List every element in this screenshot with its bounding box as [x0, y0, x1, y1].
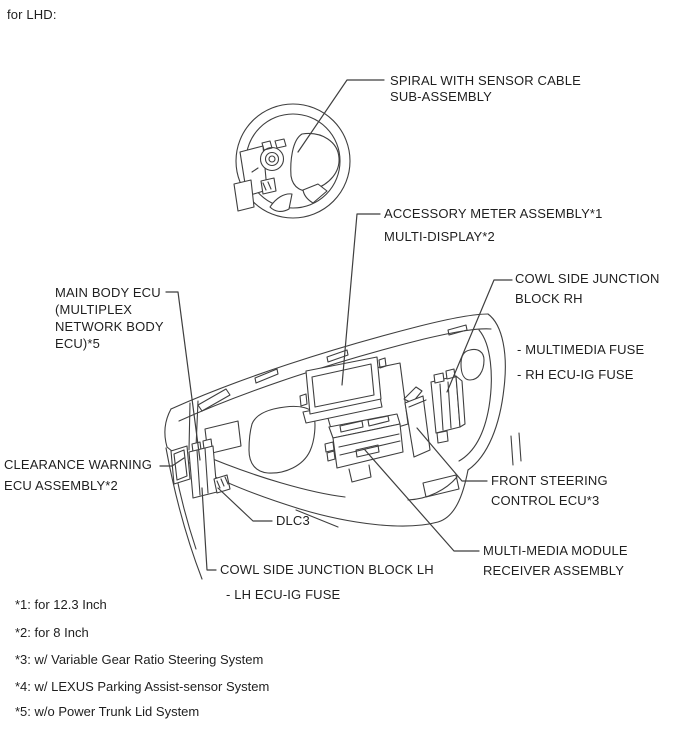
label-main-body-ecu-line3: NETWORK BODY — [55, 319, 164, 334]
clearance-warning-ecu-unit — [170, 445, 191, 485]
leader-dlc3 — [217, 487, 273, 522]
footnote-5: *5: w/o Power Trunk Lid System — [15, 704, 200, 719]
junction-block-lh-unit — [188, 438, 218, 499]
label-multimedia-module-line2: RECEIVER ASSEMBLY — [483, 563, 625, 578]
footnote-3: *3: w/ Variable Gear Ratio Steering Syst… — [15, 652, 264, 667]
label-front-steering-line1: FRONT STEERING — [491, 473, 608, 488]
label-accessory-meter: ACCESSORY METER ASSEMBLY*1 — [384, 206, 603, 221]
body-cutaway-curve — [165, 447, 203, 580]
footnote-1: *1: for 12.3 Inch — [15, 597, 107, 612]
steering-wheel — [233, 103, 351, 219]
multimedia-receiver-unit — [324, 413, 404, 483]
front-steering-ecu-unit — [403, 386, 431, 458]
label-junction-rh-line1: COWL SIDE JUNCTION — [515, 271, 660, 286]
leader-main-body-ecu — [165, 291, 201, 461]
footnote-2: *2: for 8 Inch — [15, 625, 89, 640]
wheel-spoke-left — [269, 193, 293, 212]
junction-block-rh-unit — [430, 368, 466, 444]
label-multimedia-fuse: - MULTIMEDIA FUSE — [517, 342, 645, 357]
spiral-cable-device — [251, 138, 287, 195]
leader-junction-rh — [446, 279, 513, 393]
leader-clearance-warning — [159, 457, 185, 467]
wheel-spoke-right — [302, 183, 328, 204]
label-clearance-line2: ECU ASSEMBLY*2 — [4, 478, 118, 493]
label-spiral-line2: SUB-ASSEMBLY — [390, 89, 492, 104]
label-multi-display: MULTI-DISPLAY*2 — [384, 229, 495, 244]
label-lh-ecu-ig-fuse: - LH ECU-IG FUSE — [226, 587, 341, 602]
label-dlc3: DLC3 — [276, 513, 310, 528]
label-multimedia-module-line1: MULTI-MEDIA MODULE — [483, 543, 628, 558]
leader-spiral — [297, 79, 385, 153]
label-clearance-line1: CLEARANCE WARNING — [4, 457, 152, 472]
leader-front-steering — [416, 427, 488, 482]
leader-multimedia-module — [364, 449, 480, 552]
cluster-opening — [248, 405, 316, 474]
label-front-steering-line2: CONTROL ECU*3 — [491, 493, 600, 508]
footnote-4: *4: w/ LEXUS Parking Assist-sensor Syste… — [15, 679, 270, 694]
defroster-vents — [197, 324, 468, 412]
label-junction-lh: COWL SIDE JUNCTION BLOCK LH — [220, 562, 434, 577]
label-spiral-line1: SPIRAL WITH SENSOR CABLE — [390, 73, 581, 88]
dlc3-connector-unit — [213, 474, 231, 494]
leader-junction-lh — [201, 487, 217, 571]
page-title: for LHD: — [7, 7, 57, 22]
label-main-body-ecu-line4: ECU)*5 — [55, 336, 100, 351]
label-junction-rh-line2: BLOCK RH — [515, 291, 583, 306]
glovebox-detail — [460, 348, 485, 381]
label-rh-ecu-ig-fuse: - RH ECU-IG FUSE — [517, 367, 634, 382]
label-main-body-ecu-line2: (MULTIPLEX — [55, 302, 133, 317]
leader-accessory-meter — [341, 213, 381, 386]
display-unit — [299, 356, 387, 424]
label-main-body-ecu-line1: MAIN BODY ECU — [55, 285, 161, 300]
